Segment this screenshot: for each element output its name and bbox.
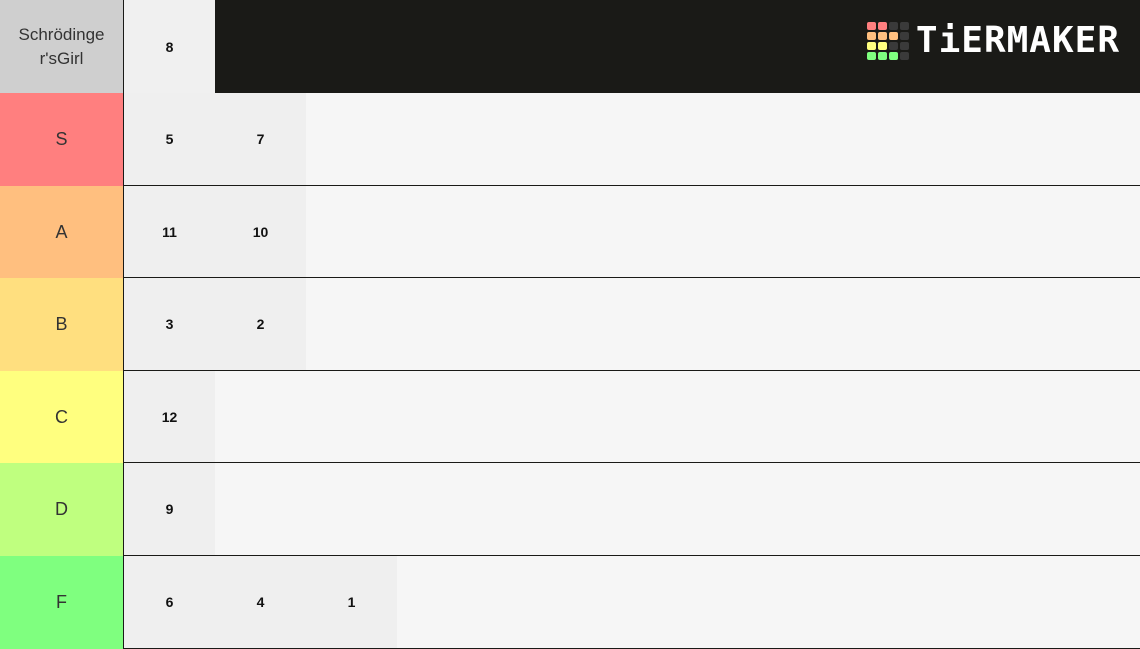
tier-item[interactable]: 10: [215, 186, 306, 277]
tier-item[interactable]: 11: [124, 186, 215, 277]
tier-item[interactable]: 12: [124, 371, 215, 462]
logo-grid-cell: [899, 22, 909, 30]
logo-grid-cell: [899, 52, 909, 60]
tier-items: 9: [124, 463, 1140, 556]
tier-item[interactable]: 8: [124, 0, 215, 93]
title-line-2: r'sGirl: [39, 48, 84, 68]
logo-grid-cell: [877, 52, 887, 60]
header-row: Schrödinge r'sGirl 8: [0, 0, 1140, 93]
logo-grid-cell: [899, 32, 909, 40]
tier-label: D: [0, 463, 124, 556]
logo-grid-cell: [888, 52, 898, 60]
tier-label: F: [0, 556, 124, 649]
tier-item[interactable]: 5: [124, 93, 215, 185]
logo-grid-icon: [866, 22, 909, 60]
tier-item[interactable]: 1: [306, 556, 397, 648]
logo-grid-cell: [877, 32, 887, 40]
tier-label: A: [0, 186, 124, 278]
logo-grid-cell: [866, 42, 876, 50]
logo-grid-cell: [899, 42, 909, 50]
tier-item[interactable]: 6: [124, 556, 215, 648]
tier-item[interactable]: 2: [215, 278, 306, 370]
logo-grid-cell: [866, 22, 876, 30]
header-items: 8: [124, 0, 1140, 93]
tier-item[interactable]: 4: [215, 556, 306, 648]
tiermaker-logo: TiERMAKER: [866, 20, 1120, 62]
tier-label: B: [0, 278, 124, 371]
tier-item[interactable]: 3: [124, 278, 215, 370]
logo-grid-cell: [888, 22, 898, 30]
logo-grid-cell: [877, 42, 887, 50]
logo-text: TiERMAKER: [915, 20, 1120, 61]
title-line-1: Schrödinge: [18, 24, 105, 44]
tier-label: C: [0, 371, 124, 463]
tier-item[interactable]: 7: [215, 93, 306, 185]
logo-grid-cell: [888, 32, 898, 40]
logo-grid-cell: [866, 32, 876, 40]
logo-grid-cell: [877, 22, 887, 30]
tier-items: 12: [124, 371, 1140, 463]
tier-item[interactable]: 9: [124, 463, 215, 555]
logo-grid-cell: [866, 52, 876, 60]
tier-label: S: [0, 93, 124, 186]
tier-list-title: Schrödinge r'sGirl: [0, 0, 124, 93]
logo-grid-cell: [888, 42, 898, 50]
